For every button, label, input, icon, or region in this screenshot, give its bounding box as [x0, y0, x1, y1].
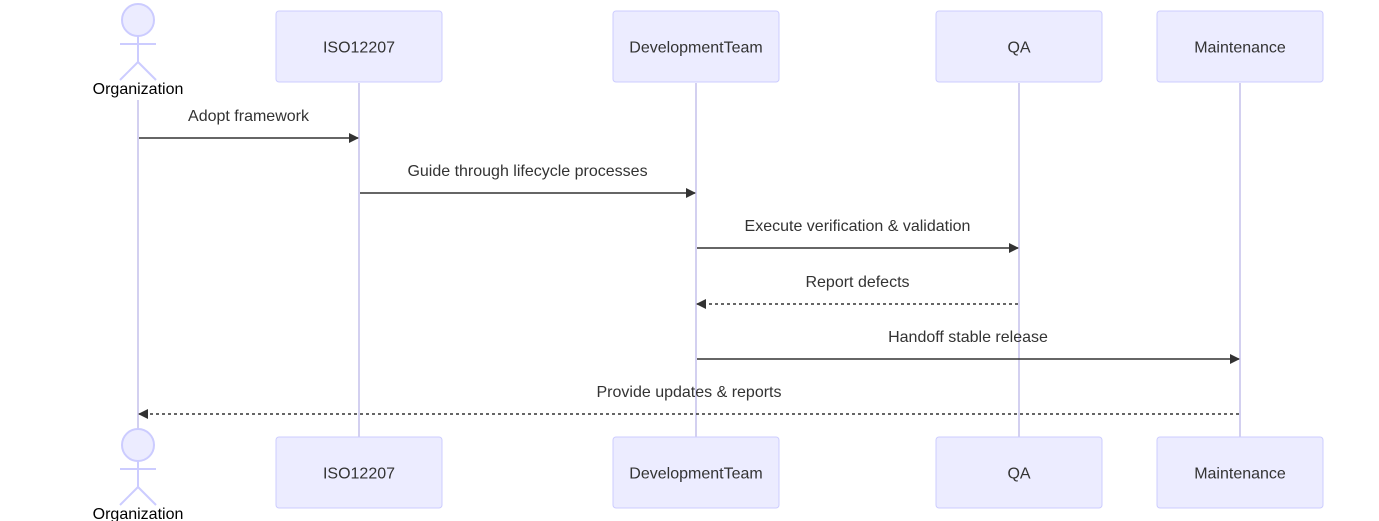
participant-box — [935, 436, 1103, 509]
message-label: Report defects — [805, 274, 909, 291]
lifelines — [137, 83, 1241, 437]
message-4: Report defects — [696, 274, 1018, 309]
message-label: Adopt framework — [188, 108, 310, 125]
participant-box — [612, 436, 780, 509]
actor-leg-left-icon — [119, 61, 139, 81]
message-3: Execute verification & validation — [697, 218, 1019, 253]
actor-head-icon — [121, 3, 155, 37]
actor-leg-left-icon — [119, 486, 139, 506]
participant-dev-bottom: DevelopmentTeam — [612, 436, 780, 509]
message-6: Provide updates & reports — [138, 384, 1239, 419]
participant-iso-top: ISO12207 — [275, 10, 443, 83]
participant-iso-bottom: ISO12207 — [275, 436, 443, 509]
participant-label: Maintenance — [1194, 466, 1286, 483]
actor-label: Organization — [93, 506, 184, 521]
participant-maint-top: Maintenance — [1156, 10, 1324, 83]
participant-label: QA — [1007, 40, 1030, 57]
participant-box — [612, 10, 780, 83]
participant-label: QA — [1007, 466, 1030, 483]
message-5: Handoff stable release — [697, 329, 1240, 364]
participant-maint-bottom: Maintenance — [1156, 436, 1324, 509]
message-2: Guide through lifecycle processes — [360, 163, 696, 198]
participant-label: DevelopmentTeam — [629, 466, 762, 483]
message-label: Handoff stable release — [888, 329, 1048, 346]
actor-leg-right-icon — [137, 486, 157, 506]
participant-label: ISO12207 — [323, 40, 395, 57]
participant-label: ISO12207 — [323, 466, 395, 483]
actor-leg-right-icon — [137, 61, 157, 81]
actor-org-bottom: Organization — [93, 428, 184, 521]
message-label: Execute verification & validation — [745, 218, 971, 235]
participant-box — [1156, 436, 1324, 509]
participant-qa-bottom: QA — [935, 436, 1103, 509]
message-label: Provide updates & reports — [597, 384, 782, 401]
participant-label: DevelopmentTeam — [629, 40, 762, 57]
participant-label: Maintenance — [1194, 40, 1286, 57]
participant-box — [1156, 10, 1324, 83]
message-label: Guide through lifecycle processes — [407, 163, 647, 180]
participant-box — [275, 436, 443, 509]
participant-box — [275, 10, 443, 83]
actor-org-top: Organization — [93, 3, 184, 98]
participant-dev-top: DevelopmentTeam — [612, 10, 780, 83]
participant-qa-top: QA — [935, 10, 1103, 83]
actor-head-icon — [121, 428, 155, 462]
message-1: Adopt framework — [139, 108, 359, 143]
participants: OrganizationOrganizationISO12207ISO12207… — [93, 3, 1324, 521]
actor-label: Organization — [93, 81, 184, 98]
participant-box — [935, 10, 1103, 83]
